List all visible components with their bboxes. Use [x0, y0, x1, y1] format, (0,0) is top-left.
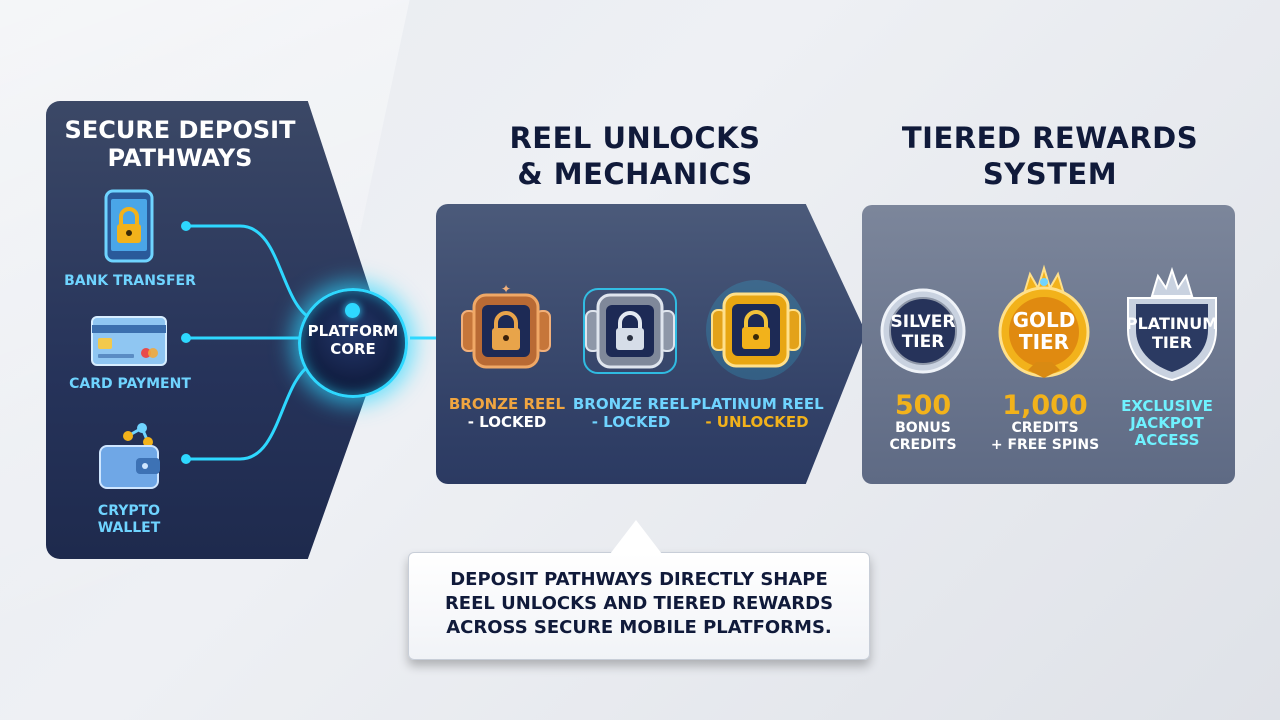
connector-crypto: [186, 363, 311, 461]
reel-label-platinum: PLATINUM REEL - UNLOCKED: [690, 395, 824, 431]
tier-platinum-line1: PLATINUM: [1125, 314, 1219, 333]
connector-node-crypto: [181, 454, 191, 464]
bronze-reel-lock-icon: ✦: [461, 282, 551, 369]
reel-label-silver: BRONZE REEL - LOCKED: [572, 395, 690, 431]
tier-gold-line2: TIER: [1018, 330, 1070, 354]
tier-label-silver: SILVER TIER: [880, 312, 966, 352]
reel-silver-line1: BRONZE REEL: [572, 395, 690, 413]
reward-silver-amount: 500: [894, 390, 952, 421]
reel-heading-line2: & MECHANICS: [517, 157, 753, 191]
rewards-heading-line2: SYSTEM: [982, 157, 1118, 191]
summary-callout-text: DEPOSIT PATHWAYS DIRECTLY SHAPE REEL UNL…: [408, 568, 870, 640]
tier-gold-line1: GOLD: [1012, 308, 1076, 332]
silver-reel-lock-icon: [583, 288, 677, 374]
deposit-pathways-heading: SECURE DEPOSIT PATHWAYS: [64, 116, 296, 172]
core-label-line2: CORE: [330, 340, 376, 358]
platinum-crown-shield-icon: [1127, 266, 1217, 382]
deposit-label-crypto: CRYPTO WALLET: [66, 503, 192, 537]
summary-callout: [408, 552, 870, 660]
reward-silver-line2: CREDITS: [889, 437, 957, 453]
connector-node-card: [181, 333, 191, 343]
reward-platinum-line3: ACCESS: [1134, 431, 1200, 449]
reel-silver-line2: - LOCKED: [591, 413, 671, 431]
reel-bronze-line2: - LOCKED: [467, 413, 547, 431]
tier-label-gold: GOLD TIER: [994, 309, 1094, 353]
core-label-line1: PLATFORM: [307, 322, 399, 340]
reward-gold-line2: + FREE SPINS: [990, 437, 1100, 453]
reward-gold-line1: CREDITS: [1011, 420, 1079, 436]
reel-platinum-line2: - UNLOCKED: [705, 413, 809, 431]
reel-label-bronze: BRONZE REEL - LOCKED: [448, 395, 566, 431]
platform-core-label: PLATFORM CORE: [298, 322, 408, 358]
reward-gold-desc: CREDITS + FREE SPINS: [980, 420, 1110, 454]
crypto-wallet-icon: [99, 423, 160, 489]
tier-platinum-line2: TIER: [1151, 333, 1193, 352]
callout-line2: REEL UNLOCKS AND TIERED REWARDS: [444, 593, 834, 614]
deposit-label-bank: BANK TRANSFER: [64, 273, 196, 289]
gold-reel-lock-icon: [706, 280, 806, 380]
reward-silver-line1: BONUS: [895, 420, 951, 436]
reward-gold-amount: 1,000: [1002, 390, 1088, 421]
connector-node-bank: [181, 221, 191, 231]
core-indicator-dot: [345, 303, 360, 318]
silver-badge-icon: [880, 288, 966, 374]
tier-silver-line1: SILVER: [890, 312, 956, 332]
reel-heading-line1: REEL UNLOCKS: [509, 121, 761, 155]
reel-bronze-line1: BRONZE REEL: [448, 395, 566, 413]
callout-line1: DEPOSIT PATHWAYS DIRECTLY SHAPE: [450, 569, 828, 590]
reel-unlocks-heading: REEL UNLOCKS & MECHANICS: [470, 120, 800, 192]
tier-label-platinum: PLATINUM TIER: [1112, 314, 1232, 352]
credit-card-icon: [91, 316, 167, 366]
reward-platinum-line2: JACKPOT: [1130, 414, 1204, 432]
reward-platinum-line1: EXCLUSIVE: [1121, 397, 1213, 415]
tiered-rewards-heading: TIERED REWARDS SYSTEM: [890, 120, 1210, 192]
svg-text:✦: ✦: [501, 282, 511, 296]
phone-lock-icon: [104, 189, 154, 263]
reward-platinum-desc: EXCLUSIVE JACKPOT ACCESS: [1106, 398, 1228, 449]
reward-silver-desc: BONUS CREDITS: [870, 420, 976, 454]
gold-crown-badge-icon: [998, 264, 1090, 378]
rewards-heading-line1: TIERED REWARDS: [901, 121, 1199, 155]
deposit-label-crypto-text: CRYPTO WALLET: [97, 503, 161, 536]
deposit-label-card: CARD PAYMENT: [69, 376, 191, 392]
callout-line3: ACROSS SECURE MOBILE PLATFORMS.: [446, 617, 832, 638]
tier-silver-line2: TIER: [901, 332, 945, 352]
reel-platinum-line1: PLATINUM REEL: [690, 395, 824, 413]
connector-bank: [186, 224, 311, 320]
